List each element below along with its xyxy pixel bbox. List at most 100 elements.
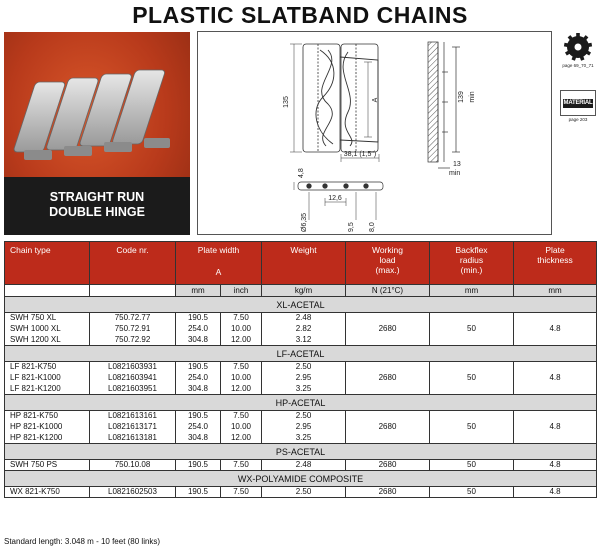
cell-load: 2680 xyxy=(345,361,430,395)
cell-load: 2680 xyxy=(345,312,430,346)
units-row: mm inch kg/m N (21°C) mm mm xyxy=(4,284,597,297)
cell-inch: 10.00 xyxy=(220,323,262,335)
cell-type: SWH 750 XL xyxy=(4,312,90,324)
cell-mm: 254.0 xyxy=(175,372,221,384)
col-chain-type: Chain type xyxy=(4,241,90,285)
cell-mm: 190.5 xyxy=(175,361,221,373)
sprocket-caption: page 69_70_71 xyxy=(562,63,594,68)
sprocket-icon xyxy=(560,32,596,62)
unit-load: N (21°C) xyxy=(345,284,430,297)
sprocket-reference[interactable]: page 69_70_71 xyxy=(560,32,596,68)
cell-inch: 7.50 xyxy=(220,459,262,471)
material-label: MATERIAL xyxy=(563,99,593,108)
cell-thickness: 4.8 xyxy=(513,312,597,346)
section-title: LF-ACETAL xyxy=(4,345,597,362)
section-header: WX-POLYAMIDE COMPOSITE xyxy=(4,470,597,487)
cell-code: L0821602503 xyxy=(89,486,176,498)
section-header: LF-ACETAL xyxy=(4,345,597,362)
dim-6-35: Ø6,35 xyxy=(301,213,308,232)
unit-mm: mm xyxy=(175,284,221,297)
cell-code: L0821603931 xyxy=(89,361,176,373)
cell-inch: 10.00 xyxy=(220,372,262,384)
cell-code: L0821603941 xyxy=(89,372,176,384)
cell-inch: 7.50 xyxy=(220,361,262,373)
cell-type: LF 821-K1200 xyxy=(4,383,90,395)
cell-inch: 7.50 xyxy=(220,486,262,498)
header-row: Chain type Code nr. Plate width A Weight… xyxy=(4,241,597,285)
dim-135: 135 xyxy=(283,96,290,108)
cell-mm: 304.8 xyxy=(175,432,221,444)
col-backflex: Backflex radius (min.) xyxy=(429,241,514,285)
footnote: Standard length: 3.048 m - 10 feet (80 l… xyxy=(4,537,161,546)
cell-weight: 3.25 xyxy=(261,383,346,395)
dim-13: 13 xyxy=(453,161,461,168)
cell-load: 2680 xyxy=(345,459,430,471)
technical-drawing: 135 A 38,1 (1,5") 139 min 13 min xyxy=(197,31,552,235)
cell-code: L0821613161 xyxy=(89,410,176,422)
cell-thickness: 4.8 xyxy=(513,410,597,444)
material-reference[interactable]: MATERIAL page 203 xyxy=(560,90,596,122)
caption-line-1: STRAIGHT RUN xyxy=(49,190,145,204)
cell-inch: 12.00 xyxy=(220,383,262,395)
unit-weight: kg/m xyxy=(261,284,346,297)
cell-weight: 2.48 xyxy=(261,459,346,471)
cell-weight: 2.48 xyxy=(261,312,346,324)
cell-mm: 254.0 xyxy=(175,323,221,335)
cell-backflex: 50 xyxy=(429,459,514,471)
chain-illustration xyxy=(13,69,170,160)
cell-mm: 304.8 xyxy=(175,334,221,346)
cell-mm: 304.8 xyxy=(175,383,221,395)
cell-type: SWH 1200 XL xyxy=(4,334,90,346)
material-icon: MATERIAL xyxy=(560,90,596,116)
dim-8-0: 8,0 xyxy=(369,222,376,232)
cell-inch: 7.50 xyxy=(220,410,262,422)
cell-inch: 12.00 xyxy=(220,432,262,444)
material-caption: page 203 xyxy=(568,117,588,122)
cell-type: HP 821-K750 xyxy=(4,410,90,422)
cell-backflex: 50 xyxy=(429,410,514,444)
unit-thickness: mm xyxy=(513,284,597,297)
cell-mm: 254.0 xyxy=(175,421,221,433)
cell-backflex: 50 xyxy=(429,312,514,346)
unit-backflex: mm xyxy=(429,284,514,297)
cell-load: 2680 xyxy=(345,410,430,444)
cell-weight: 2.82 xyxy=(261,323,346,335)
cell-type: HP 821-K1200 xyxy=(4,432,90,444)
col-code: Code nr. xyxy=(89,241,176,285)
cell-weight: 2.95 xyxy=(261,421,346,433)
caption-line-2: DOUBLE HINGE xyxy=(49,205,145,219)
cell-type: LF 821-K1000 xyxy=(4,372,90,384)
dim-min-1: min xyxy=(469,91,476,102)
cell-mm: 190.5 xyxy=(175,459,221,471)
spec-table: Chain type Code nr. Plate width A Weight… xyxy=(4,241,597,498)
cell-inch: 10.00 xyxy=(220,421,262,433)
cell-mm: 190.5 xyxy=(175,410,221,422)
cell-weight: 2.50 xyxy=(261,486,346,498)
dim-min-2: min xyxy=(449,170,460,177)
cell-load: 2680 xyxy=(345,486,430,498)
product-photo: STRAIGHT RUN DOUBLE HINGE xyxy=(4,32,190,235)
cell-thickness: 4.8 xyxy=(513,361,597,395)
cell-code: 750.10.08 xyxy=(89,459,176,471)
section-title: PS-ACETAL xyxy=(4,443,597,460)
cell-weight: 2.95 xyxy=(261,372,346,384)
section-header: HP-ACETAL xyxy=(4,394,597,411)
cell-code: L0821613171 xyxy=(89,421,176,433)
cell-inch: 12.00 xyxy=(220,334,262,346)
photo-caption: STRAIGHT RUN DOUBLE HINGE xyxy=(4,177,190,235)
cell-code: 750.72.77 xyxy=(89,312,176,324)
cell-type: HP 821-K1000 xyxy=(4,421,90,433)
dim-a: A xyxy=(372,97,379,102)
cell-thickness: 4.8 xyxy=(513,459,597,471)
cell-type: SWH 750 PS xyxy=(4,459,90,471)
cell-weight: 3.25 xyxy=(261,432,346,444)
cell-code: L0821613181 xyxy=(89,432,176,444)
section-header: XL-ACETAL xyxy=(4,296,597,313)
